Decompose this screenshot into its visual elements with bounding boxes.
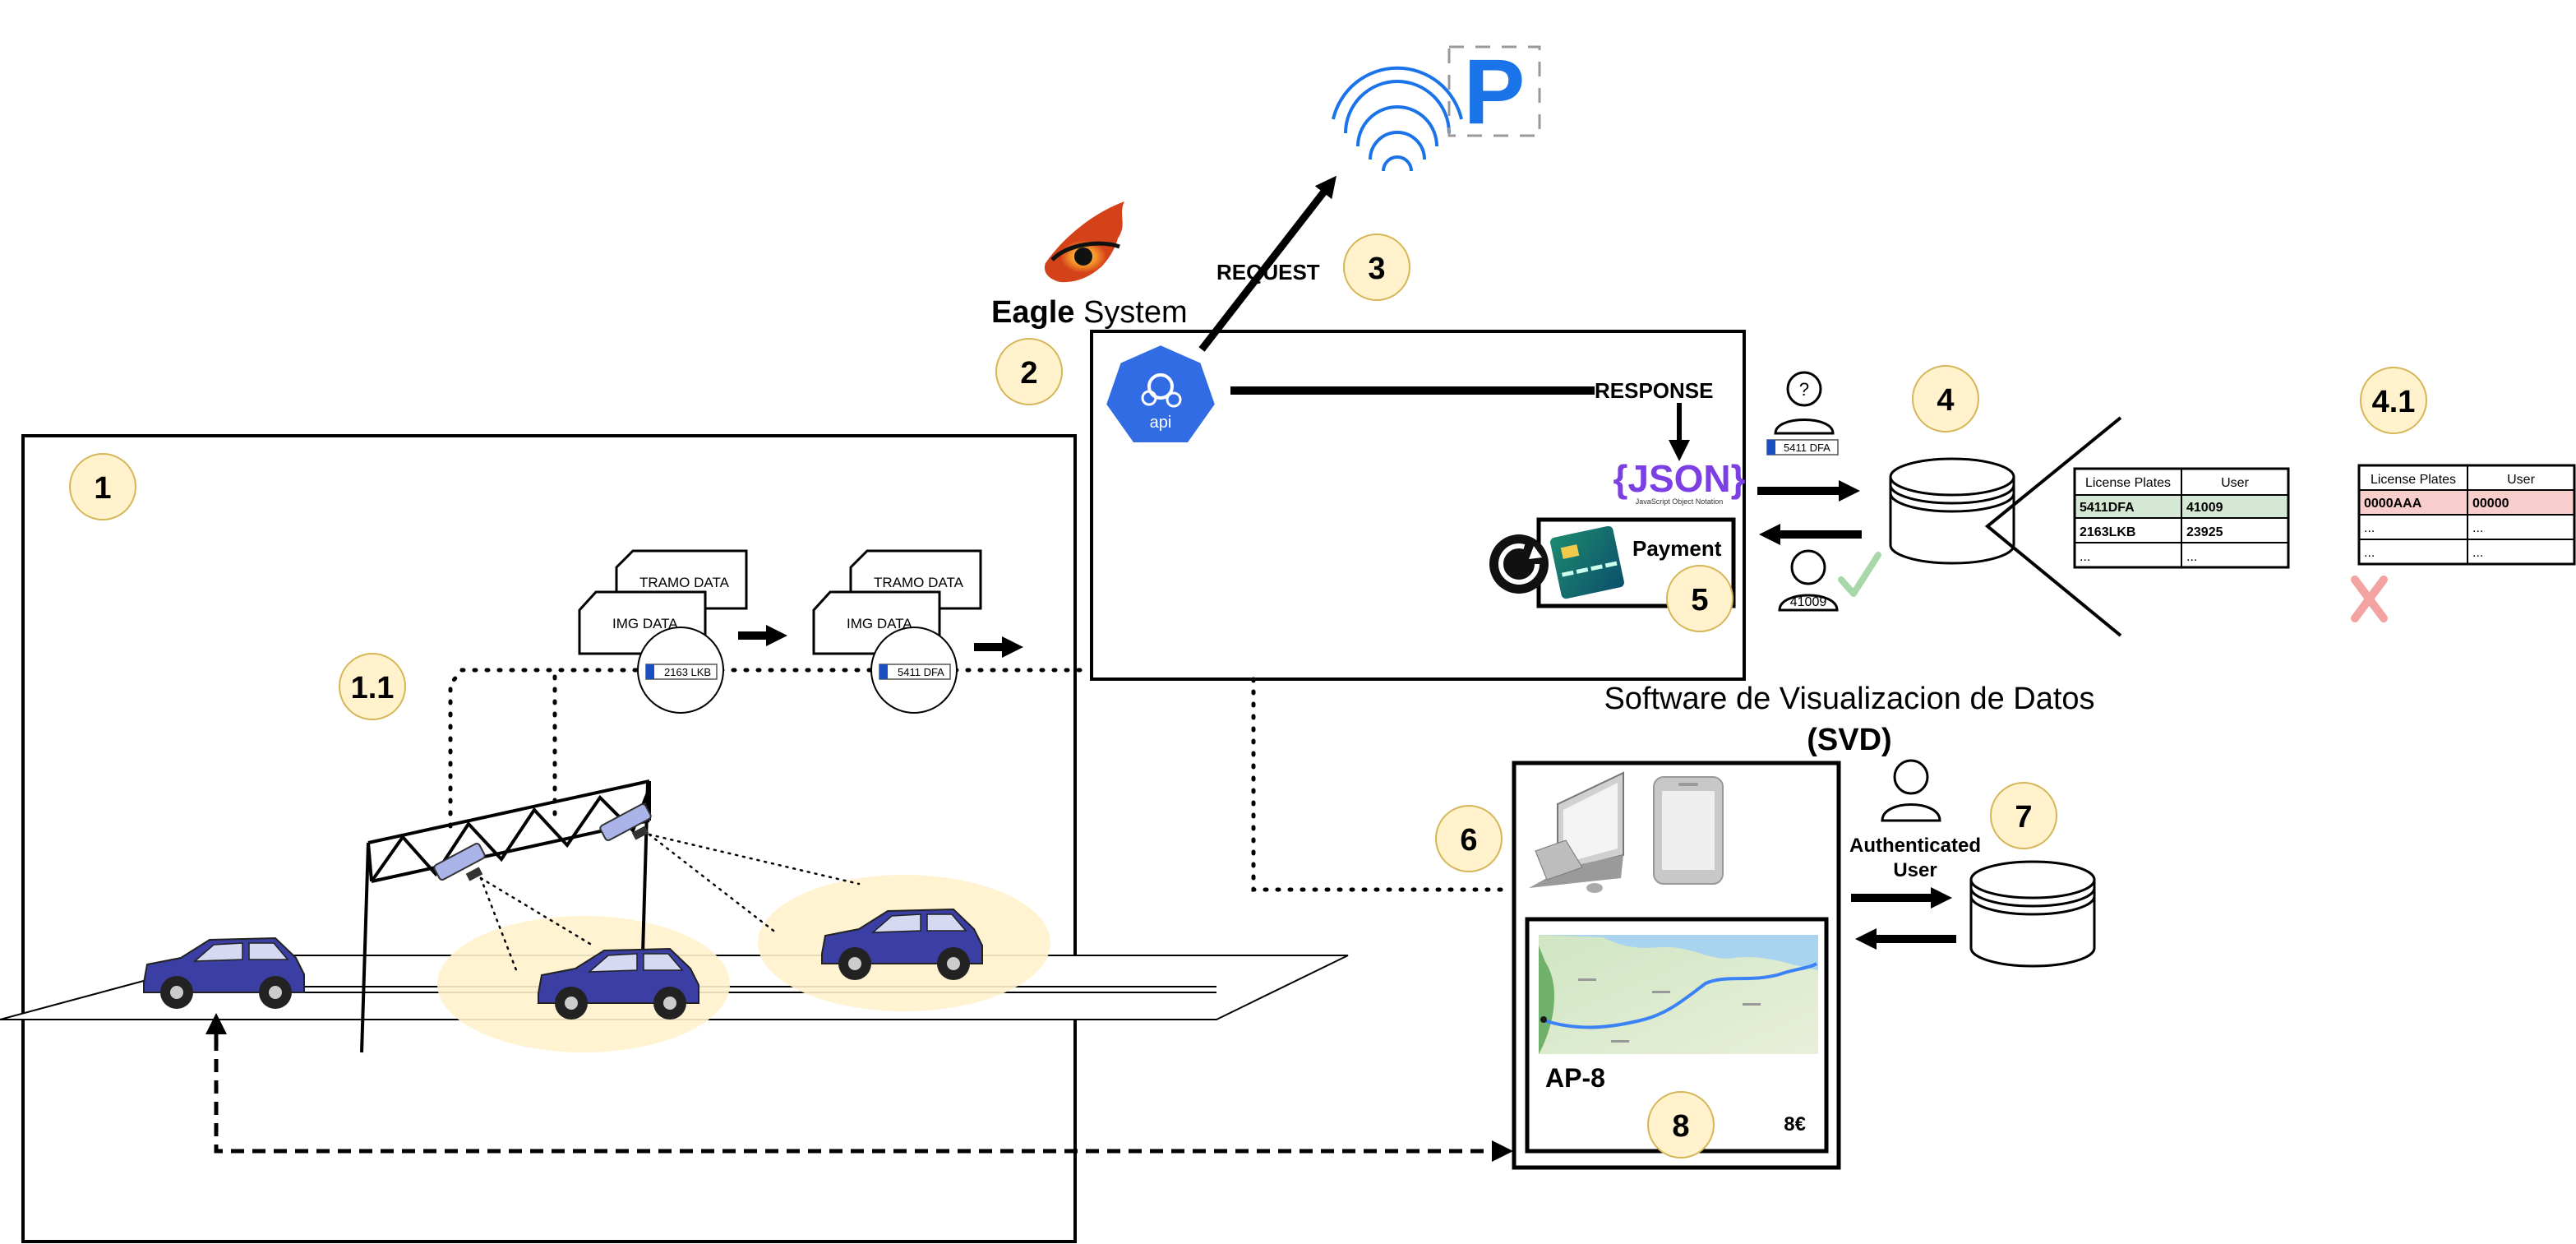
svg-text:api: api (1150, 414, 1172, 432)
svg-text:7: 7 (2015, 800, 2032, 835)
svg-text:TRAMO DATA: TRAMO DATA (639, 575, 730, 590)
request-arrow (1198, 175, 1336, 352)
step-badge-1-1: 1.1 (339, 653, 406, 720)
payment-label: Payment (1632, 536, 1722, 561)
svg-text:5411 DFA: 5411 DFA (898, 666, 944, 678)
eagle-svd-link (1251, 677, 1511, 892)
database-icon (1889, 457, 2015, 565)
svg-text:P: P (1464, 40, 1526, 143)
svd-abbr: (SVD) (1807, 723, 1891, 757)
user-icon: 41009 (1778, 549, 1839, 612)
data-flow-path (448, 668, 1092, 829)
data-document-1: TRAMO DATA IMG DATA 2163 LKB (578, 549, 748, 714)
svg-text:2163LKB: 2163LKB (2080, 525, 2135, 539)
json-logo: {JSON} JavaScript Object Notation (1613, 457, 1745, 506)
camera-sightline (479, 833, 861, 976)
svg-text:?: ? (1799, 379, 1809, 400)
svg-text:6: 6 (1460, 823, 1477, 858)
eagle-eye-logo (1044, 201, 1124, 283)
check-icon (1838, 552, 1881, 597)
step-badge-3: 3 (1343, 234, 1410, 301)
svg-text:IMG DATA: IMG DATA (612, 616, 678, 631)
svg-text:...: ... (2472, 521, 2483, 535)
route-label: AP-8 (1545, 1063, 1605, 1093)
car-icon (821, 908, 983, 980)
svg-text:00000: 00000 (2472, 497, 2509, 511)
camera-icon (433, 843, 486, 881)
svg-text:License Plates: License Plates (2371, 473, 2456, 487)
svg-text:JavaScript Object Notation: JavaScript Object Notation (1636, 497, 1724, 506)
svg-text:TRAMO DATA: TRAMO DATA (874, 575, 964, 590)
eagle-system-title: Eagle System (991, 295, 1188, 330)
svd-title: Software de Visualizacion de Datos (1604, 682, 2094, 716)
request-label: REQUEST (1216, 260, 1320, 284)
credit-card-icon (1550, 525, 1624, 599)
step-badge-4-1: 4.1 (2360, 367, 2427, 434)
parking-icon: P (1447, 40, 1541, 143)
map-thumbnail (1539, 935, 1818, 1054)
svg-text:5411DFA: 5411DFA (2080, 501, 2135, 515)
data-document-2: TRAMO DATA IMG DATA 5411 DFA (812, 549, 982, 714)
svg-text:User: User (2221, 476, 2249, 490)
svg-text:5: 5 (1691, 583, 1708, 617)
car-icon (538, 947, 699, 1020)
svg-text:...: ... (2364, 546, 2375, 560)
svg-text:5411 DFA: 5411 DFA (1784, 442, 1830, 454)
svg-text:2163 LKB: 2163 LKB (664, 666, 711, 678)
svg-text:...: ... (2472, 546, 2483, 560)
svg-text:4.1: 4.1 (2372, 385, 2416, 419)
capture-area-box (21, 434, 1077, 1243)
svg-text:...: ... (2080, 550, 2090, 564)
query-plate: 5411 DFA (1766, 439, 1839, 456)
response-label: RESPONSE (1595, 378, 1714, 403)
user-icon (1881, 759, 1941, 822)
car-icon (143, 936, 305, 1009)
svg-text:1: 1 (94, 471, 111, 506)
svg-text:...: ... (2186, 550, 2197, 564)
wifi-icon (1332, 66, 1463, 172)
svg-text:23925: 23925 (2186, 525, 2223, 539)
svg-text:2: 2 (1020, 356, 1037, 391)
svd-box (1512, 761, 1841, 1170)
svg-text:8: 8 (1672, 1109, 1689, 1144)
user-icon: ? (1774, 371, 1835, 435)
x-icon (2351, 576, 2388, 622)
step-badge-1: 1 (69, 453, 136, 520)
svg-text:41009: 41009 (2186, 501, 2223, 515)
svg-text:3: 3 (1368, 252, 1385, 286)
refresh-icon (1489, 534, 1549, 594)
svg-text:0000AAA: 0000AAA (2364, 497, 2422, 511)
step-badge-6: 6 (1435, 805, 1503, 872)
step-badge-5: 5 (1666, 565, 1733, 632)
svg-text:4: 4 (1937, 383, 1954, 418)
svg-text:License Plates: License Plates (2085, 476, 2171, 490)
step-badge-8: 8 (1647, 1091, 1715, 1158)
svg-text:{JSON}: {JSON} (1613, 457, 1745, 500)
route-price: 8€ (1784, 1113, 1806, 1135)
svg-text:...: ... (2364, 521, 2375, 535)
table-fan-lines (1984, 416, 2122, 637)
phone-icon (1653, 776, 1724, 885)
plates-table-no-match: License Plates User 0000AAA 00000 ... ..… (2357, 464, 2576, 566)
camera-icon (599, 803, 652, 841)
step-badge-2: 2 (995, 338, 1063, 405)
svd-link-path (214, 1038, 1513, 1162)
api-icon: api (1102, 341, 1219, 446)
plates-table: License Plates User 5411DFA 41009 2163LK… (2073, 467, 2290, 569)
step-badge-7: 7 (1990, 782, 2057, 849)
eagle-system-box (1090, 330, 1746, 681)
step-badge-4: 4 (1912, 365, 1979, 432)
svg-text:1.1: 1.1 (351, 671, 395, 705)
database-icon (1969, 860, 2096, 968)
svg-text:User: User (2507, 473, 2535, 487)
desktop-icon (1529, 771, 1624, 893)
svg-text:41009: 41009 (1790, 595, 1827, 609)
svg-text:IMG DATA: IMG DATA (847, 616, 912, 631)
